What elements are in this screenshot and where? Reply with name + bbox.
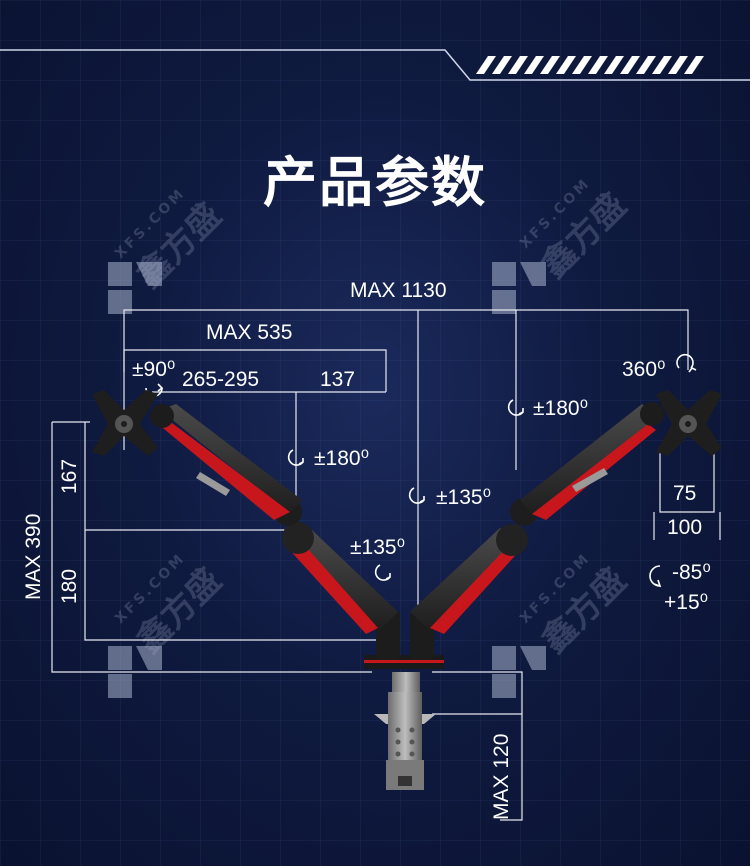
label-head-rotate: 360⁰ [622, 358, 666, 381]
label-tilt-up: +15⁰ [664, 591, 709, 614]
label-clamp-thickness: MAX 120 [490, 733, 513, 820]
label-upper-arm-left: ±180⁰ [314, 447, 369, 470]
desk-clamp [364, 655, 444, 790]
label-arm-reach: MAX 535 [206, 321, 293, 344]
label-height-total: MAX 390 [22, 513, 45, 600]
corner-tile [108, 646, 162, 698]
left-vesa-plate [92, 390, 158, 456]
label-segment-b: 137 [320, 368, 356, 391]
label-tilt-down: -85⁰ [672, 561, 711, 584]
label-height-lower: 180 [58, 568, 81, 604]
label-total-width: MAX 1130 [350, 279, 447, 302]
left-arm [150, 404, 400, 660]
label-center-pole: ±135⁰ [436, 486, 491, 509]
label-vesa-large: 100 [667, 516, 703, 539]
label-head-tilt: ±90⁰ [132, 358, 176, 381]
top-decoration-bar [0, 49, 750, 81]
right-vesa-plate [656, 390, 722, 456]
label-height-upper: 167 [58, 458, 81, 494]
label-lower-arm-left: ±135⁰ [350, 536, 405, 559]
corner-tile [108, 262, 162, 314]
label-upper-arm-right: ±180⁰ [533, 397, 588, 420]
dimension-lines [51, 309, 721, 821]
rotation-arrows [145, 353, 697, 588]
corner-tile [492, 646, 546, 698]
page-title: 产品参数 [263, 151, 487, 214]
label-segment-a: 265-295 [182, 368, 260, 391]
right-arm [410, 402, 664, 660]
label-vesa-small: 75 [673, 482, 697, 505]
